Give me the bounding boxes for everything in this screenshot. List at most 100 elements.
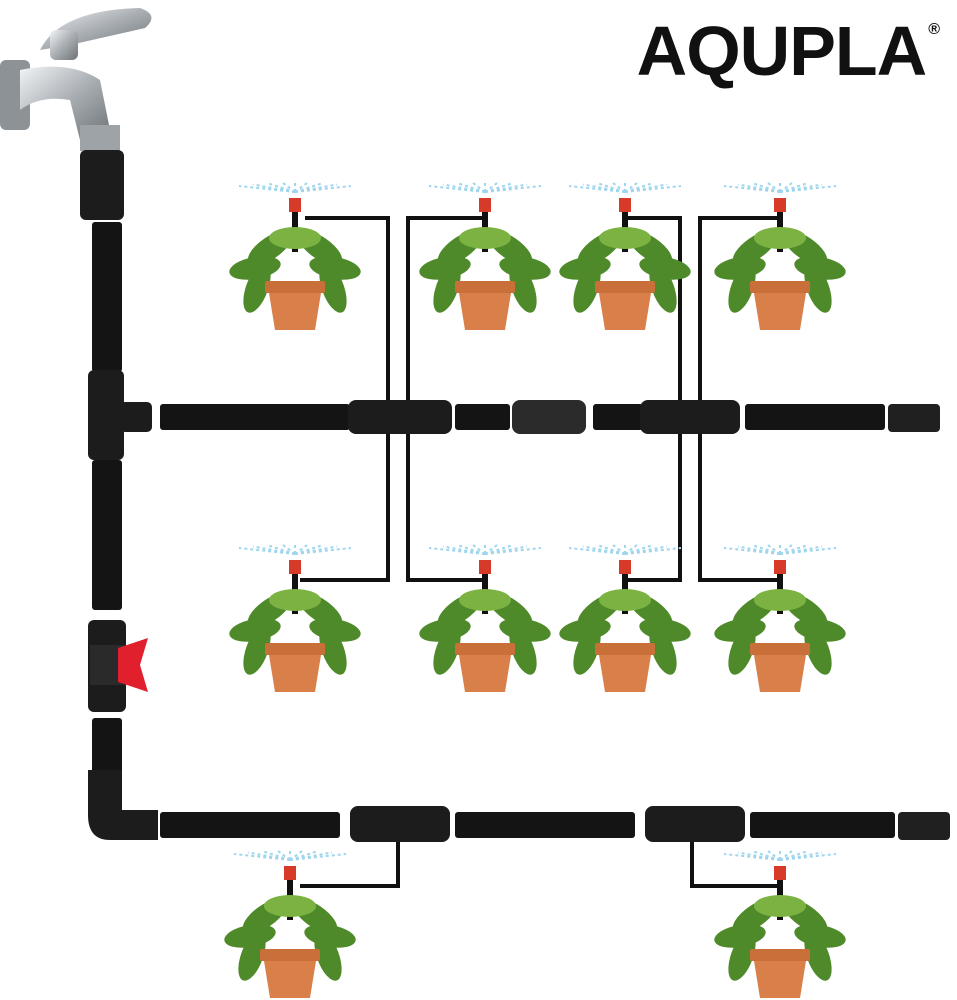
leaf <box>459 589 511 611</box>
pipe-segment <box>160 404 350 430</box>
flower-pot <box>754 655 806 692</box>
leaf <box>238 931 266 981</box>
pot-rim <box>750 281 810 293</box>
fittings <box>80 150 950 842</box>
pipe-segment <box>455 404 510 430</box>
dripper-cap <box>774 560 786 574</box>
pipe-segment <box>92 222 122 372</box>
elbow-fitting <box>88 770 158 840</box>
micro-tube <box>406 216 485 400</box>
tee-fitting <box>350 806 450 842</box>
pot-rim <box>750 949 810 961</box>
leaf <box>599 589 651 611</box>
water-spray <box>280 180 296 193</box>
plants <box>224 180 846 998</box>
water-spray <box>596 182 626 193</box>
micro-tube <box>300 842 400 888</box>
flower-pot <box>264 961 316 998</box>
potted-plant-icon <box>714 848 846 998</box>
water-spray <box>610 180 626 193</box>
tee-fitting <box>348 400 452 434</box>
water-spray <box>470 180 486 193</box>
pot-rim <box>265 643 325 655</box>
water-spray <box>266 182 296 193</box>
leaf <box>433 625 461 675</box>
dripper-cap <box>619 198 631 212</box>
pipe-segment <box>92 718 122 778</box>
water-spray <box>751 850 781 861</box>
pipe-segment <box>750 812 895 838</box>
potted-plant-icon <box>224 848 356 998</box>
water-spray <box>779 544 809 555</box>
water-spray <box>294 182 324 193</box>
pipe-network <box>92 222 895 838</box>
leaf <box>319 263 347 313</box>
ball-valve-icon <box>88 620 148 712</box>
faucet-icon <box>0 8 152 151</box>
leaf <box>314 931 342 981</box>
flower-pot <box>599 655 651 692</box>
micro-tubes <box>300 216 780 888</box>
end-cap <box>888 404 940 432</box>
leaf <box>728 263 756 313</box>
water-spray <box>456 182 486 193</box>
tee-fitting <box>88 370 124 460</box>
flower-pot <box>754 961 806 998</box>
micro-tube <box>698 434 780 582</box>
leaf <box>509 263 537 313</box>
leaf <box>728 625 756 675</box>
water-spray <box>779 850 809 861</box>
dripper-cap <box>479 560 491 574</box>
pot-rim <box>455 281 515 293</box>
registered-mark: ® <box>928 21 940 38</box>
water-spray <box>779 182 809 193</box>
micro-tube <box>625 434 682 582</box>
pot-rim <box>595 643 655 655</box>
water-spray <box>484 544 514 555</box>
leaf <box>728 931 756 981</box>
leaf <box>599 227 651 249</box>
leaf <box>243 263 271 313</box>
leaf <box>804 625 832 675</box>
water-spray <box>765 848 781 861</box>
water-spray <box>765 180 781 193</box>
tee-fitting-branch <box>120 402 152 432</box>
water-spray <box>456 544 486 555</box>
leaf <box>509 625 537 675</box>
water-spray <box>294 544 324 555</box>
brand-logo: AQUPLA® <box>637 16 940 86</box>
water-spray <box>596 544 626 555</box>
micro-tube <box>690 842 780 888</box>
micro-tube <box>698 216 780 400</box>
pot-rim <box>260 949 320 961</box>
water-spray <box>289 850 319 861</box>
pot-rim <box>265 281 325 293</box>
pipe-segment <box>593 404 643 430</box>
leaf <box>269 589 321 611</box>
dripper-cap <box>284 866 296 880</box>
flower-pot <box>459 655 511 692</box>
dripper-cap <box>479 198 491 212</box>
faucet-adapter <box>80 150 124 220</box>
potted-plant-icon <box>559 542 691 692</box>
pipe-segment <box>745 404 885 430</box>
water-spray <box>624 544 654 555</box>
water-spray <box>765 542 781 555</box>
dripper-cap <box>774 198 786 212</box>
dripper-cap <box>774 866 786 880</box>
flower-pot <box>459 293 511 330</box>
dripper-cap <box>289 560 301 574</box>
pipe-segment <box>455 812 635 838</box>
leaf <box>754 895 806 917</box>
water-spray <box>751 182 781 193</box>
leaf <box>264 895 316 917</box>
leaf <box>754 589 806 611</box>
leaf <box>269 227 321 249</box>
water-spray <box>261 850 291 861</box>
leaf <box>243 625 271 675</box>
water-spray <box>484 182 514 193</box>
potted-plant-icon <box>229 542 361 692</box>
pipe-segment <box>160 812 340 838</box>
water-spray <box>280 542 296 555</box>
micro-tube <box>625 216 682 400</box>
